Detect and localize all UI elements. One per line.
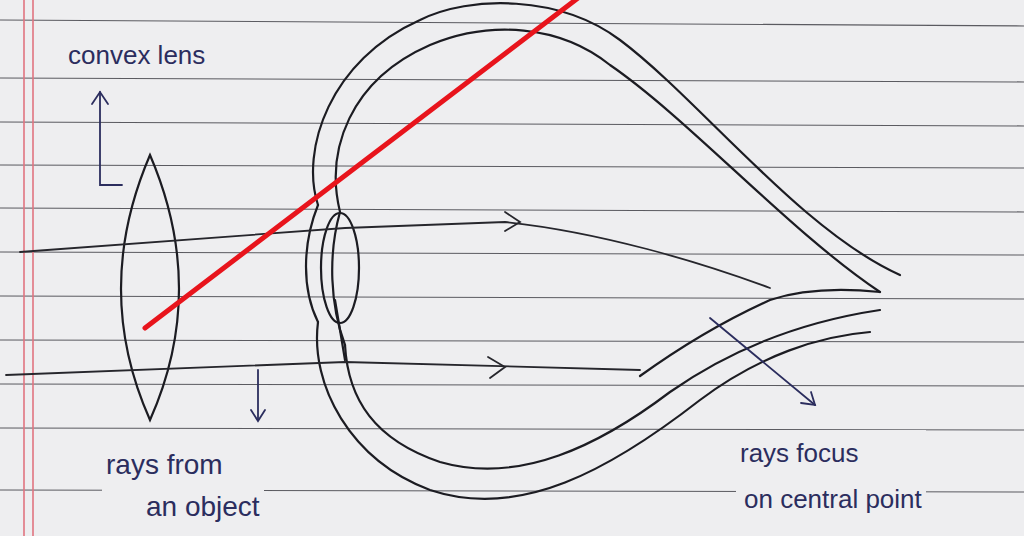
leader-arrows [92, 92, 815, 421]
part-label: convex lens [64, 38, 209, 72]
label-line: on central point [740, 476, 922, 522]
label-line: rays from [106, 444, 260, 486]
margin-lines [24, 0, 33, 536]
light-rays [6, 212, 770, 378]
part-label: rays focus on central point [736, 430, 926, 522]
part-label: rays from an object [102, 444, 264, 528]
convex-lens [121, 155, 179, 420]
strike-line [145, 0, 578, 328]
label-line: an object [106, 486, 260, 528]
label-line: rays focus [740, 430, 922, 476]
ruled-lines [0, 20, 1024, 492]
eye-outline [306, 3, 900, 499]
label-line: convex lens [68, 38, 205, 72]
